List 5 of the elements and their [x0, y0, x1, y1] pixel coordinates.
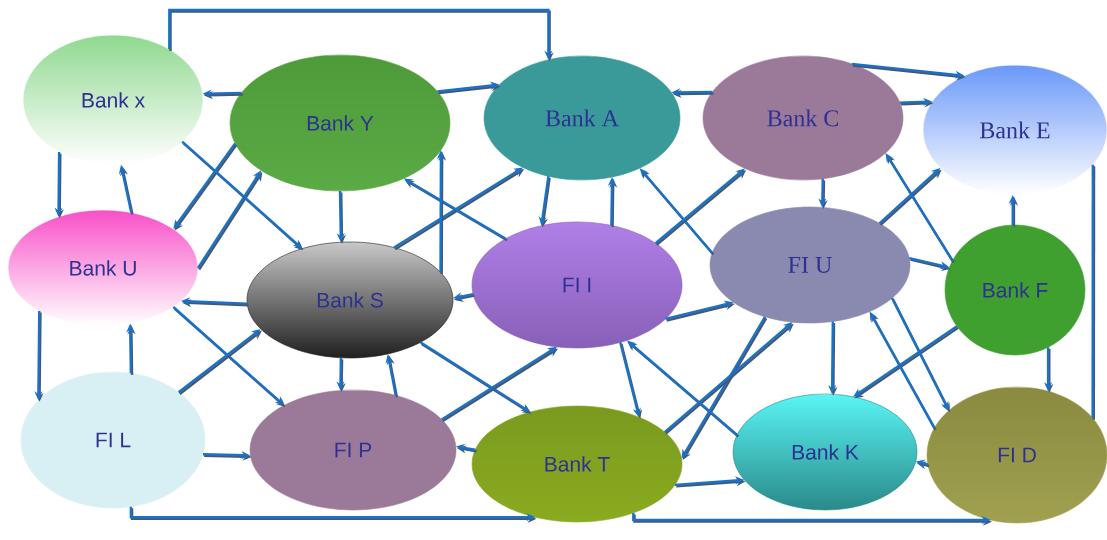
arrow — [663, 322, 794, 435]
arrow — [177, 329, 262, 395]
connector-line — [1091, 164, 1096, 420]
arrow — [853, 325, 959, 399]
arrow — [885, 153, 955, 264]
